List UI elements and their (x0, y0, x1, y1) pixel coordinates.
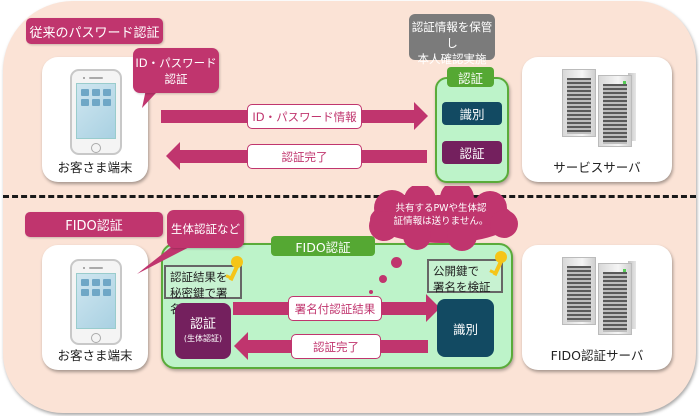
legacy-client-label: お客さま端末 (57, 160, 133, 175)
privacy-note-text: 共有するPWや生体認 証情報は送りません。 (370, 202, 512, 228)
cloud-dot-medium (379, 275, 387, 283)
fido-server-label: FIDO認証サーバ (550, 348, 644, 363)
fido-client-note: 認証結果を 秘密鍵で署名 (164, 265, 242, 316)
legacy-client-bubble: ID・パスワード 認証 (133, 48, 219, 93)
privacy-note-line-1: 共有するPWや生体認 (395, 203, 487, 214)
fido-client-label: お客さま端末 (57, 348, 133, 363)
legacy-request-label: ID・パスワード情報 (247, 104, 362, 129)
legacy-bubble-line-1: ID・パスワード (135, 55, 217, 70)
privacy-note-line-2: 証情報は送りません。 (393, 216, 489, 227)
fido-section-title: FIDO認証 (25, 212, 163, 237)
fido-server-note: 公開鍵で 署名を検証 (427, 259, 503, 294)
privacy-note-cloud (369, 186, 518, 251)
server-icon (562, 65, 642, 147)
legacy-section-title: 従来のパスワード認証 (26, 18, 163, 44)
fido-client-auth-box: 認証 (生体認証) (175, 303, 231, 359)
fido-client-note-line-1: 認証結果を (170, 270, 228, 284)
legacy-bubble-line-2: 認証 (164, 71, 188, 86)
fido-server-identify-box: 識別 (437, 299, 494, 357)
legacy-server-note: 認証情報を保管し 本人確認実施 (409, 14, 495, 66)
section-divider (3, 195, 696, 198)
fido-request-label: 署名付認証結果 (288, 296, 382, 321)
fido-bubble-tail (137, 240, 203, 274)
legacy-client-card: お客さま端末 (42, 57, 148, 182)
legacy-step-authenticate: 認証 (442, 141, 502, 164)
legacy-step-identify: 識別 (442, 102, 502, 125)
legacy-server-card: サービスサーバ (522, 57, 672, 182)
fido-auth-panel-tab: FIDO認証 (271, 236, 375, 256)
legacy-auth-panel-tab: 認証 (447, 67, 494, 87)
fido-server-note-line-2: 署名を検証 (433, 280, 491, 294)
legacy-server-label: サービスサーバ (553, 160, 641, 175)
legacy-response-label: 認証完了 (247, 144, 362, 169)
fido-client-card: お客さま端末 (42, 245, 148, 370)
fido-client-auth-title: 認証 (189, 317, 216, 332)
fido-client-bubble: 生体認証など (167, 210, 244, 248)
fido-response-label: 認証完了 (291, 334, 381, 359)
server-icon (562, 253, 642, 335)
legacy-auth-panel (435, 77, 509, 183)
smartphone-icon (70, 259, 122, 345)
private-key-icon (225, 256, 243, 282)
legacy-server-note-line-1: 認証情報を保管し (411, 20, 493, 50)
cloud-dot-small (369, 290, 373, 294)
fido-server-card: FIDO認証サーバ (522, 245, 672, 370)
public-key-icon (489, 251, 507, 277)
smartphone-icon (70, 69, 122, 155)
legacy-server-note-line-2: 本人確認実施 (417, 52, 487, 66)
cloud-dot-large (391, 257, 402, 268)
fido-client-auth-subtitle: (生体認証) (183, 334, 223, 343)
fido-server-note-line-1: 公開鍵で (433, 264, 479, 278)
